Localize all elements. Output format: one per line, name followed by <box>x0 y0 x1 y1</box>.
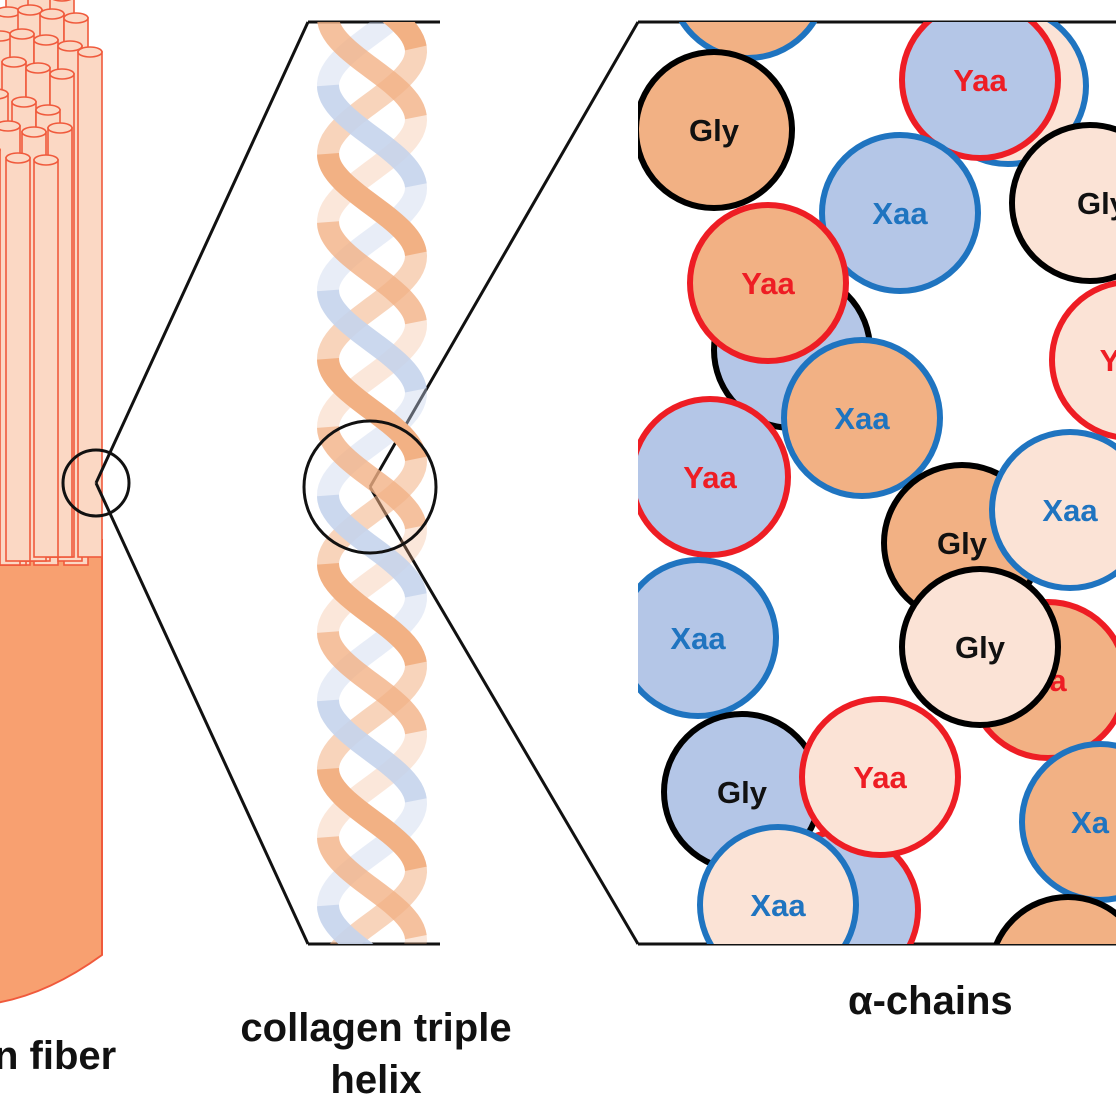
residue-circle <box>1049 279 1116 441</box>
helix-strand-front <box>317 904 374 944</box>
fibril-end <box>0 120 21 132</box>
residue-gly: Gly <box>1009 122 1116 284</box>
residue-circle <box>638 557 779 719</box>
triple-helix <box>316 22 428 944</box>
residue-label: Gly <box>689 113 740 148</box>
fiber-body <box>0 539 103 1004</box>
helix-strand-front <box>317 836 427 940</box>
residue-label: Xa <box>1071 805 1110 840</box>
fibril-bundle <box>0 0 103 566</box>
fiber-magnifier-circle <box>61 448 131 518</box>
fibril-end <box>49 68 75 80</box>
fibril-end <box>33 34 59 46</box>
fibril-end <box>35 104 61 116</box>
residue-xaa: Xaa <box>697 824 859 944</box>
helix-strand-front <box>382 22 427 51</box>
helix-label-line1: collagen triple <box>240 1006 512 1050</box>
residue-label: Yaa <box>741 266 795 301</box>
helix-strand-front <box>317 562 427 666</box>
helix-strand-front <box>317 494 427 598</box>
residue-circle <box>799 696 961 858</box>
residue-xaa: Xaa <box>989 429 1116 591</box>
residue-circle <box>899 22 1061 161</box>
residue-circle <box>697 824 859 944</box>
residue-yaa: Yaa <box>687 202 849 364</box>
residue-label: Gly <box>717 775 768 810</box>
fibril-end <box>5 152 31 164</box>
residue-label: Xaa <box>872 196 928 231</box>
collagen-triple-helix-label: collagen triple helix <box>226 1002 526 1106</box>
residue-yaa: Yaa <box>638 396 791 558</box>
fibril-end <box>77 46 103 58</box>
residue-circle <box>1019 741 1116 903</box>
residue-circle <box>987 894 1116 944</box>
residue-circle <box>687 202 849 364</box>
residue-label: Gly <box>955 630 1006 665</box>
residue-circle <box>638 49 795 211</box>
residue-circle <box>989 429 1116 591</box>
fibril-end <box>1 56 27 68</box>
residue-circle <box>781 337 943 499</box>
residue-circle <box>638 396 791 558</box>
helix-front-strands <box>317 22 427 944</box>
residue-label: Xaa <box>1042 493 1098 528</box>
fibril-end <box>17 4 43 16</box>
residue-gly: Gly <box>899 566 1061 728</box>
helix-strand-front <box>317 699 427 803</box>
residue-circle <box>667 22 829 61</box>
helix-strand-front <box>317 22 427 120</box>
residue-circle <box>1009 122 1116 284</box>
residue-xaa <box>667 22 829 61</box>
fibril-end <box>63 12 89 24</box>
helix-strand-front <box>317 84 427 188</box>
fibril-end <box>21 126 47 138</box>
fibril-end <box>9 28 35 40</box>
fibril-end <box>47 122 73 134</box>
helix-strand-front <box>317 221 427 325</box>
helix-strand-front <box>317 357 427 461</box>
residue-xaa: Xaa <box>638 557 779 719</box>
residue-yaa: Yaa <box>899 22 1061 161</box>
helix-strand-front <box>317 289 427 393</box>
fibril-end <box>0 6 21 18</box>
residue-label: Gly <box>1077 186 1116 221</box>
helix-strand-front <box>317 767 427 871</box>
helix-magnifier-circle <box>302 419 438 555</box>
residue-xaa: Xa <box>1019 741 1116 903</box>
helix-strand-front <box>317 426 427 530</box>
alpha-chains-label: α-chains <box>848 979 1013 1023</box>
fibril-end <box>52 0 72 2</box>
alpha-chains-panel: YaaGlyXaaGlyYaaYXaaYaaGlyXaaaXaaGlyaGlyY… <box>638 22 1116 944</box>
residue-xaa: Xaa <box>819 132 981 294</box>
residue-gly: Gly <box>638 49 795 211</box>
residue-label: Xaa <box>670 621 726 656</box>
residue-xaa: Xaa <box>781 337 943 499</box>
residue-circle <box>819 132 981 294</box>
fibril-end <box>33 154 59 166</box>
residue-label: Yaa <box>953 63 1007 98</box>
residue-label: Yaa <box>853 760 907 795</box>
residue-circle <box>899 566 1061 728</box>
residue-label: Y <box>1100 343 1116 378</box>
residue-yaa: Yaa <box>799 696 961 858</box>
fibril-end <box>39 8 65 20</box>
residue-gly <box>987 894 1116 944</box>
helix-strand-front <box>317 631 427 735</box>
fibril-tube <box>33 159 59 558</box>
helix-strand-front <box>317 152 427 256</box>
collagen-fiber <box>0 0 103 1004</box>
fibril-tube <box>5 157 31 562</box>
residue-label: Xaa <box>834 401 890 436</box>
fibril-end <box>11 96 37 108</box>
residue-yaa: Y <box>1049 279 1116 441</box>
fibril-end <box>57 40 83 52</box>
fibril-end <box>0 88 9 100</box>
residue-label: Gly <box>937 526 988 561</box>
helix-label-line2: helix <box>330 1058 422 1102</box>
residue-label: Xaa <box>750 888 806 923</box>
residue-label: Yaa <box>683 460 737 495</box>
collagen-fiber-label: n fiber <box>0 1034 117 1078</box>
fibril-end <box>25 62 51 74</box>
